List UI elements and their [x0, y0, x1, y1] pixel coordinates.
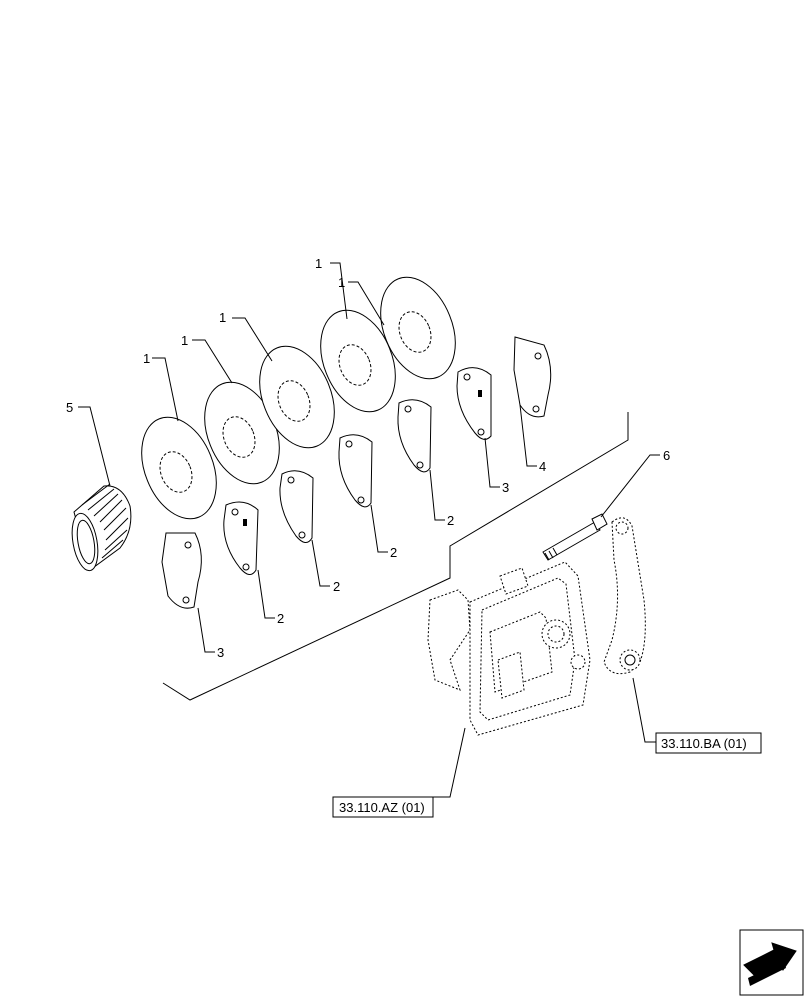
separator-plate-1 [223, 501, 259, 575]
group-boundary-line [162, 412, 629, 701]
next-page-arrow-icon[interactable] [739, 929, 804, 996]
callout-item-1: 1 [181, 333, 188, 348]
callout-item-1: 1 [143, 351, 150, 366]
splined-hub-5 [71, 483, 132, 572]
callout-item-2: 2 [277, 611, 284, 626]
callout-item-1: 1 [315, 256, 322, 271]
callout-item-2: 2 [333, 579, 340, 594]
callout-item-1: 1 [338, 275, 345, 290]
callout-item-3: 3 [502, 480, 509, 495]
friction-disc-5 [380, 276, 456, 380]
separator-plate-3 [338, 434, 373, 508]
separator-plate-4 [397, 399, 432, 473]
leader-lines [78, 262, 660, 798]
callout-item-1: 1 [219, 310, 226, 325]
reference-box-housing[interactable]: 33.110.AZ (01) [332, 796, 434, 818]
callout-item-4: 4 [539, 459, 546, 474]
friction-disc-1 [141, 416, 217, 520]
reference-box-lever[interactable]: 33.110.BA (01) [655, 732, 762, 754]
callout-item-2: 2 [390, 545, 397, 560]
friction-disc-4 [320, 309, 396, 413]
callout-item-2: 2 [447, 513, 454, 528]
svg-text:33.110.AZ (01): 33.110.AZ (01) [339, 800, 425, 815]
separator-plate-2 [279, 470, 314, 543]
friction-disc-2 [204, 381, 280, 485]
svg-text:33.110.BA (01): 33.110.BA (01) [661, 736, 747, 751]
bolt-6 [542, 513, 608, 561]
pressure-plate-5 [456, 367, 492, 440]
callout-item-6: 6 [663, 448, 670, 463]
brake-housing-reference [427, 561, 591, 736]
callout-item-5: 5 [66, 400, 73, 415]
end-plate-3-lower [161, 532, 202, 609]
brake-lever-reference [603, 517, 646, 675]
callout-item-3: 3 [217, 645, 224, 660]
friction-disc-3 [259, 345, 335, 449]
end-plate-4 [513, 336, 552, 418]
